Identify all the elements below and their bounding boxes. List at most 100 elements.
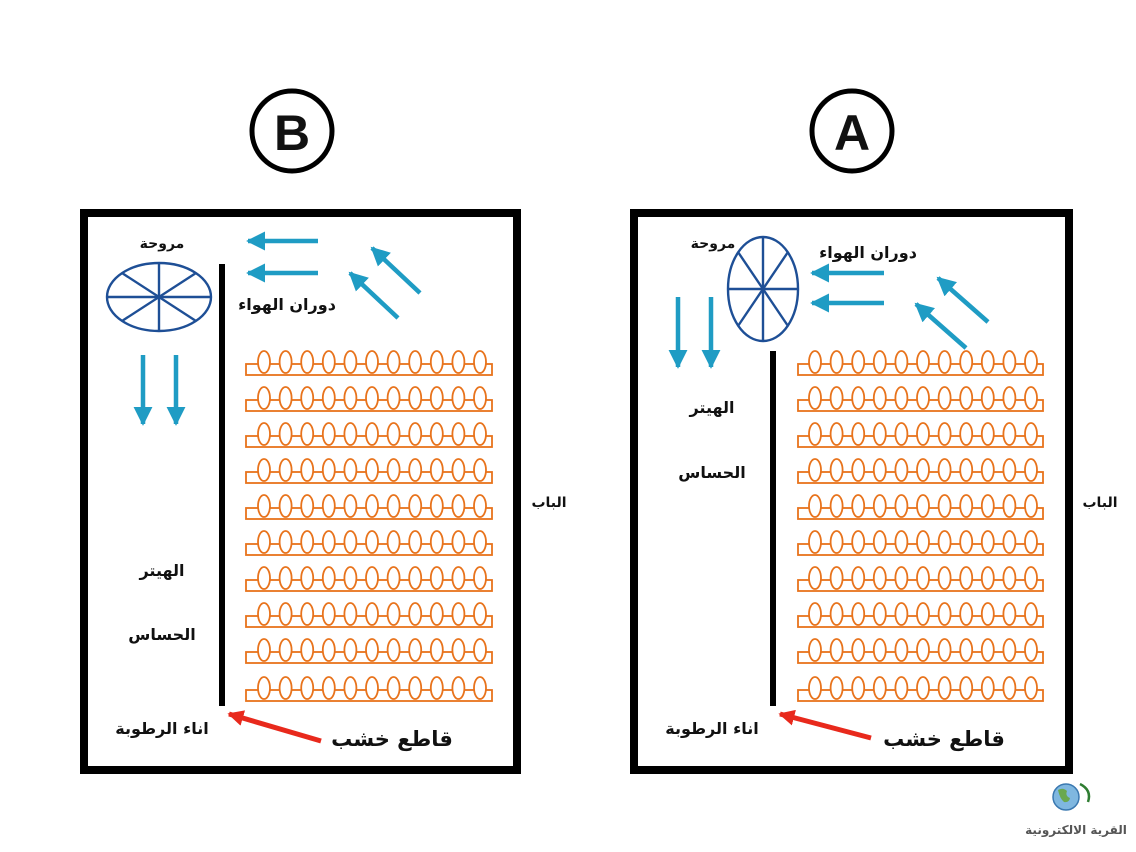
badge-b-letter: B <box>274 105 310 161</box>
egg <box>257 676 271 700</box>
egg <box>894 458 909 482</box>
egg <box>916 676 930 700</box>
egg <box>1002 458 1017 482</box>
egg <box>386 350 401 374</box>
egg <box>980 458 995 482</box>
egg <box>980 350 995 374</box>
egg <box>937 602 952 626</box>
egg <box>386 566 401 590</box>
egg <box>300 602 315 626</box>
egg <box>980 602 995 626</box>
egg <box>959 530 974 554</box>
egg <box>321 602 336 626</box>
egg <box>321 458 336 482</box>
egg <box>980 638 995 662</box>
egg <box>1002 676 1017 700</box>
egg <box>451 530 466 554</box>
egg <box>851 458 866 482</box>
egg <box>1024 566 1038 590</box>
egg <box>408 530 423 554</box>
egg <box>1002 530 1017 554</box>
egg <box>257 386 271 410</box>
incubator-frame-a <box>630 209 1073 774</box>
egg <box>473 566 487 590</box>
egg <box>851 386 866 410</box>
pointer-arrow-b <box>227 710 322 744</box>
egg <box>300 350 315 374</box>
pointer-arrow-a <box>778 709 872 741</box>
egg <box>980 422 995 446</box>
egg <box>365 602 379 626</box>
egg <box>365 350 379 374</box>
egg <box>365 422 379 446</box>
egg <box>451 422 466 446</box>
egg <box>473 602 487 626</box>
egg <box>386 676 401 700</box>
globe-icon <box>1052 782 1091 811</box>
airflow-label-b: دوران الهواء <box>238 295 336 314</box>
egg <box>429 566 444 590</box>
egg <box>829 676 844 700</box>
egg <box>365 530 379 554</box>
egg <box>829 602 844 626</box>
egg <box>343 422 358 446</box>
egg <box>365 494 379 518</box>
egg <box>851 350 866 374</box>
egg <box>408 676 423 700</box>
egg <box>1002 386 1017 410</box>
egg <box>1024 676 1038 700</box>
egg <box>451 386 466 410</box>
egg <box>1002 494 1017 518</box>
egg <box>916 602 930 626</box>
egg <box>916 638 930 662</box>
egg <box>300 494 315 518</box>
egg <box>937 386 952 410</box>
egg <box>872 638 887 662</box>
egg <box>872 350 887 374</box>
egg <box>257 602 271 626</box>
egg <box>872 530 887 554</box>
watermark-text: القرية الالكترونية <box>1025 823 1127 838</box>
door-label-b: الباب <box>531 495 566 511</box>
heater-label-b: الهيتر <box>138 561 184 580</box>
egg <box>257 530 271 554</box>
egg <box>429 422 444 446</box>
egg <box>829 638 844 662</box>
egg <box>808 350 822 374</box>
egg <box>894 494 909 518</box>
incubator-frame-b <box>80 209 521 774</box>
egg <box>851 530 866 554</box>
egg <box>386 494 401 518</box>
egg <box>894 422 909 446</box>
egg <box>473 530 487 554</box>
egg <box>894 638 909 662</box>
egg <box>300 422 315 446</box>
egg <box>808 530 822 554</box>
egg <box>872 458 887 482</box>
egg <box>851 602 866 626</box>
egg <box>408 638 423 662</box>
egg <box>959 638 974 662</box>
fan-label-a: مروحة <box>691 236 736 252</box>
egg <box>278 566 293 590</box>
egg <box>408 566 423 590</box>
egg <box>980 386 995 410</box>
egg <box>980 530 995 554</box>
egg <box>386 386 401 410</box>
egg <box>959 676 974 700</box>
egg <box>851 422 866 446</box>
egg <box>473 494 487 518</box>
egg <box>429 638 444 662</box>
egg <box>408 350 423 374</box>
egg <box>959 602 974 626</box>
egg <box>980 494 995 518</box>
egg <box>808 566 822 590</box>
egg <box>386 638 401 662</box>
egg <box>829 494 844 518</box>
egg <box>937 422 952 446</box>
egg <box>257 494 271 518</box>
egg <box>937 530 952 554</box>
egg <box>916 530 930 554</box>
egg <box>1024 494 1038 518</box>
egg <box>429 530 444 554</box>
